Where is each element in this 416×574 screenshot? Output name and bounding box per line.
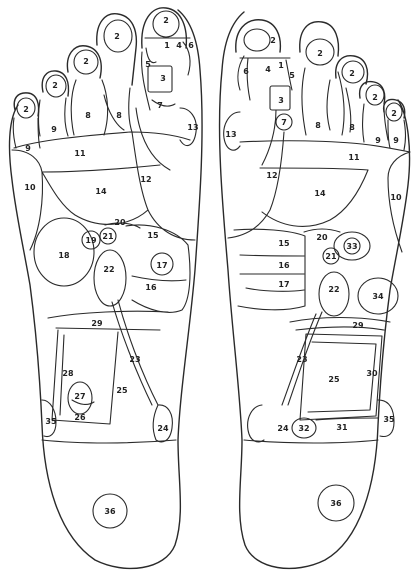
- zone-label: 1: [164, 41, 170, 50]
- zone-label: 22: [103, 265, 114, 274]
- zone-label: 5: [289, 71, 295, 80]
- zone-label: 26: [74, 413, 86, 422]
- zone-label: 24: [157, 424, 169, 433]
- zone-label: 16: [278, 261, 290, 270]
- zone-label: 1: [278, 61, 284, 70]
- zone-label: 2: [372, 93, 378, 102]
- zone-label: 25: [116, 386, 128, 395]
- zone-label: 17: [278, 280, 289, 289]
- zone-label: 3: [278, 96, 284, 105]
- zone-label: 6: [188, 41, 194, 50]
- zone-label: 36: [330, 499, 342, 508]
- zone-label: 7: [281, 118, 287, 127]
- zone-label: 8: [116, 111, 122, 120]
- zone-label: 36: [104, 507, 116, 516]
- left-foot: [10, 8, 203, 569]
- zone-label: 12: [140, 175, 151, 184]
- zone-label: 13: [225, 130, 236, 139]
- zone-label: 8: [315, 121, 321, 130]
- zone-label: 15: [278, 239, 290, 248]
- zone-label: 2: [317, 49, 323, 58]
- zone-label: 12: [266, 171, 277, 180]
- zone-label: 29: [352, 321, 364, 330]
- zone-label: 9: [25, 144, 31, 153]
- zone-label: 2: [163, 16, 169, 25]
- zone-label: 2: [114, 32, 120, 41]
- zone-label: 3: [160, 74, 166, 83]
- zone-label: 2: [391, 109, 397, 118]
- zone-label: 30: [366, 369, 378, 378]
- zone-label: 4: [176, 41, 182, 50]
- zone-label: 17: [156, 261, 167, 270]
- zone-label: 7: [157, 101, 163, 110]
- zone-label: 23: [296, 355, 307, 364]
- zone-label: 8: [85, 111, 91, 120]
- zone-label: 23: [129, 355, 140, 364]
- zone-label: 13: [187, 123, 198, 132]
- zone-label: 31: [336, 423, 348, 432]
- zone-label: 2: [23, 105, 29, 114]
- zone-label: 2: [83, 57, 89, 66]
- zone-label: 35: [383, 415, 395, 424]
- zone-label: 11: [74, 149, 86, 158]
- zone-label: 28: [62, 369, 74, 378]
- zone-label: 22: [328, 285, 339, 294]
- zone-label: 10: [390, 193, 402, 202]
- zone-label: 9: [393, 136, 399, 145]
- zone-label: 21: [325, 252, 337, 261]
- zone-label: 6: [243, 67, 249, 76]
- zone-label: 14: [314, 189, 326, 198]
- zone-label: 2: [270, 36, 276, 45]
- zone-label: 27: [74, 392, 85, 401]
- zone-label: 9: [51, 125, 57, 134]
- zone-label: 19: [85, 236, 97, 245]
- zone-label: 33: [346, 242, 357, 251]
- zone-label: 8: [349, 123, 355, 132]
- zone-label: 11: [348, 153, 360, 162]
- zone-label: 21: [102, 232, 114, 241]
- zone-label: 18: [58, 251, 70, 260]
- zone-label: 14: [95, 187, 107, 196]
- zone-label: 16: [145, 283, 157, 292]
- right-foot: [220, 12, 410, 568]
- zone-label: 35: [45, 417, 57, 426]
- zone-label: 25: [328, 375, 340, 384]
- zone-label: 15: [147, 231, 159, 240]
- zone-label: 20: [316, 233, 328, 242]
- zone-label: 2: [52, 81, 58, 90]
- zone-label: 10: [24, 183, 36, 192]
- zone-label: 2: [349, 69, 355, 78]
- zone-label: 24: [277, 424, 289, 433]
- zone-label: 29: [91, 319, 103, 328]
- zone-label: 32: [298, 424, 309, 433]
- zone-label: 4: [265, 65, 271, 74]
- zone-label: 20: [114, 218, 126, 227]
- zone-label: 9: [375, 136, 381, 145]
- zone-label: 34: [372, 292, 384, 301]
- zone-label: 5: [145, 60, 151, 69]
- right-foot-labels: 2 2 6 4 1 5 2 3 2 7 8 8 2 13 9 9 11 14 1…: [225, 36, 402, 508]
